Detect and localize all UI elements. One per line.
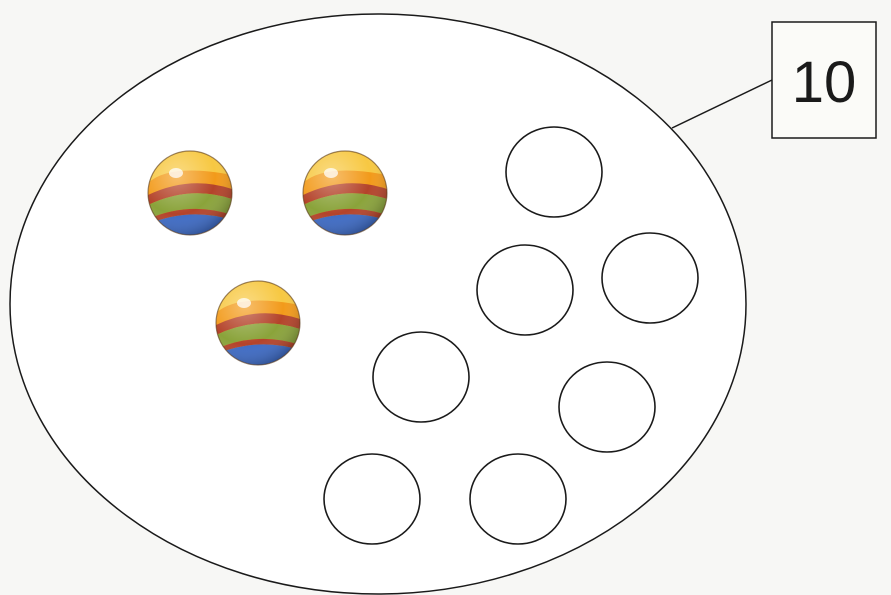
empty-circle[interactable] [477, 245, 573, 335]
empty-circle[interactable] [470, 454, 566, 544]
empty-circle[interactable] [559, 362, 655, 452]
empty-circle[interactable] [602, 233, 698, 323]
empty-circle[interactable] [373, 332, 469, 422]
number-box: 10 [772, 22, 876, 138]
number-label: 10 [792, 50, 857, 115]
empty-circle[interactable] [324, 454, 420, 544]
empty-circle[interactable] [506, 127, 602, 217]
